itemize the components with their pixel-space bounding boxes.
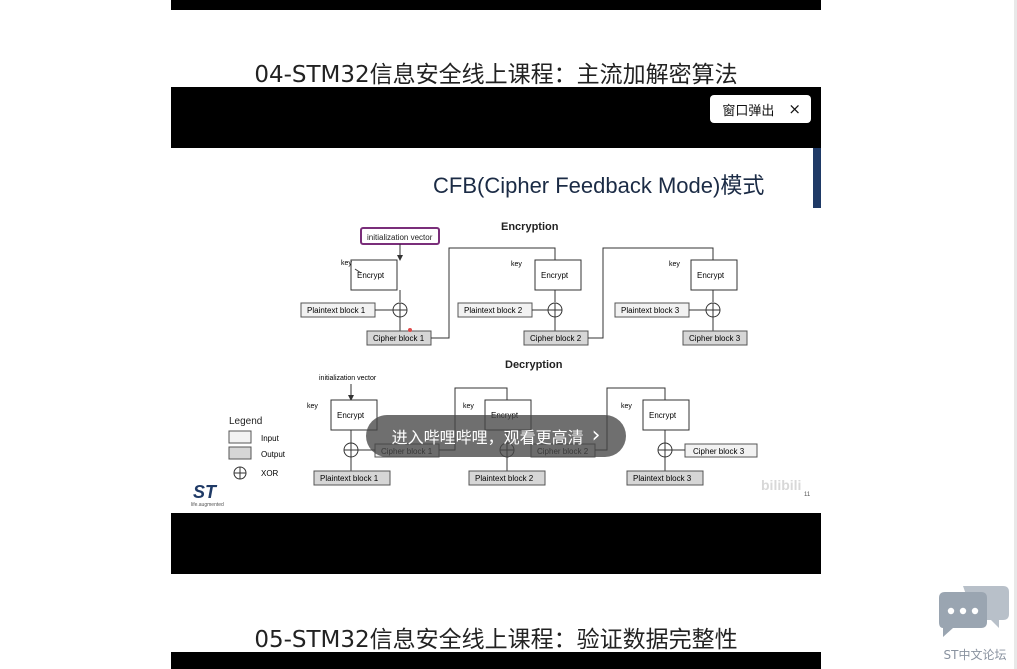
key-label-3: key bbox=[669, 261, 680, 268]
plaintext-label-1: Plaintext block 1 bbox=[307, 306, 366, 315]
popout-label: 窗口弹出 bbox=[722, 103, 775, 119]
cipher-label-1: Cipher block 1 bbox=[373, 334, 425, 343]
open-bilibili-button[interactable]: 进入哔哩哔哩，观看更高清 › bbox=[366, 415, 626, 457]
dec-plaintext-label-3: Plaintext block 3 bbox=[633, 474, 692, 483]
slide-page-number: 11 bbox=[804, 492, 811, 498]
legend-xor-label: XOR bbox=[261, 469, 279, 478]
st-logo-tagline: life.augmented bbox=[191, 502, 224, 508]
cipher-label-2: Cipher block 2 bbox=[530, 334, 582, 343]
page-scrollbar[interactable] bbox=[1014, 0, 1017, 669]
decrypt-encrypt-label-3: Encrypt bbox=[649, 411, 677, 420]
encrypt-box-2 bbox=[534, 259, 582, 291]
decrypt-encrypt-box-3 bbox=[642, 399, 690, 431]
previous-video-player[interactable] bbox=[171, 0, 821, 10]
encrypt-box-1 bbox=[350, 259, 398, 291]
plaintext-label-2: Plaintext block 2 bbox=[464, 306, 523, 315]
cursor-dot bbox=[408, 328, 412, 332]
legend-output-swatch bbox=[228, 446, 252, 460]
encrypt-label-1: Encrypt bbox=[357, 271, 385, 280]
video-frame-slide: CFB(Cipher Feedback Mode)模式 Encryption i… bbox=[171, 148, 821, 513]
st-logo: ST bbox=[193, 482, 218, 502]
iv-label: initialization vector bbox=[367, 233, 433, 242]
dec-plaintext-label-2: Plaintext block 2 bbox=[475, 474, 534, 483]
forum-chat-widget[interactable]: ST中文论坛 bbox=[935, 582, 1015, 669]
video-player[interactable]: 窗口弹出 × CFB(Cipher Feedback Mode)模式 Encry… bbox=[171, 87, 821, 574]
dec-cipher-label-3: Cipher block 3 bbox=[693, 447, 745, 456]
encrypt-label-3: Encrypt bbox=[697, 271, 725, 280]
chat-widget-label: ST中文论坛 bbox=[943, 648, 1007, 662]
close-icon[interactable]: × bbox=[788, 100, 801, 118]
legend-title: Legend bbox=[229, 416, 262, 427]
encrypt-label-2: Encrypt bbox=[541, 271, 569, 280]
next-video-player[interactable] bbox=[171, 652, 821, 669]
dec-plaintext-block-3 bbox=[626, 470, 704, 486]
section-title-04: 04-STM32信息安全线上课程：主流加解密算法 bbox=[254, 62, 738, 88]
popout-button[interactable]: 窗口弹出 × bbox=[710, 95, 811, 123]
key-label-5: key bbox=[463, 403, 474, 410]
dec-plaintext-block-2 bbox=[468, 470, 546, 486]
chevron-right-icon: › bbox=[591, 423, 601, 448]
key-label-1: key bbox=[341, 260, 352, 267]
legend-output-label: Output bbox=[261, 450, 286, 459]
plaintext-label-3: Plaintext block 3 bbox=[621, 306, 680, 315]
bilibili-watermark: bilibili bbox=[761, 477, 801, 493]
dec-plaintext-label-1: Plaintext block 1 bbox=[320, 474, 379, 483]
dec-plaintext-block-1 bbox=[313, 470, 391, 486]
cipher-block-3 bbox=[682, 330, 748, 346]
encrypt-box-3 bbox=[690, 259, 738, 291]
key-label-4: key bbox=[307, 403, 318, 410]
slide-accent-bar bbox=[813, 148, 821, 208]
section-title-05: 05-STM32信息安全线上课程：验证数据完整性 bbox=[254, 627, 738, 653]
decryption-label: Decryption bbox=[505, 359, 563, 371]
slide-title: CFB(Cipher Feedback Mode)模式 bbox=[433, 173, 765, 198]
key-label-2: key bbox=[511, 261, 522, 268]
cfb-diagram: Encryption initialization vector Encrypt… bbox=[191, 221, 811, 508]
legend-input-swatch bbox=[228, 430, 252, 444]
iv-label-dec: initialization vector bbox=[319, 375, 377, 382]
decrypt-encrypt-label-1: Encrypt bbox=[337, 411, 365, 420]
chat-bubble-icon bbox=[939, 586, 1009, 637]
open-bilibili-label: 进入哔哩哔哩，观看更高清 bbox=[391, 428, 584, 447]
legend-input-label: Input bbox=[261, 434, 280, 443]
key-label-6: key bbox=[621, 403, 632, 410]
cipher-label-3: Cipher block 3 bbox=[689, 334, 741, 343]
encryption-label: Encryption bbox=[501, 221, 559, 233]
